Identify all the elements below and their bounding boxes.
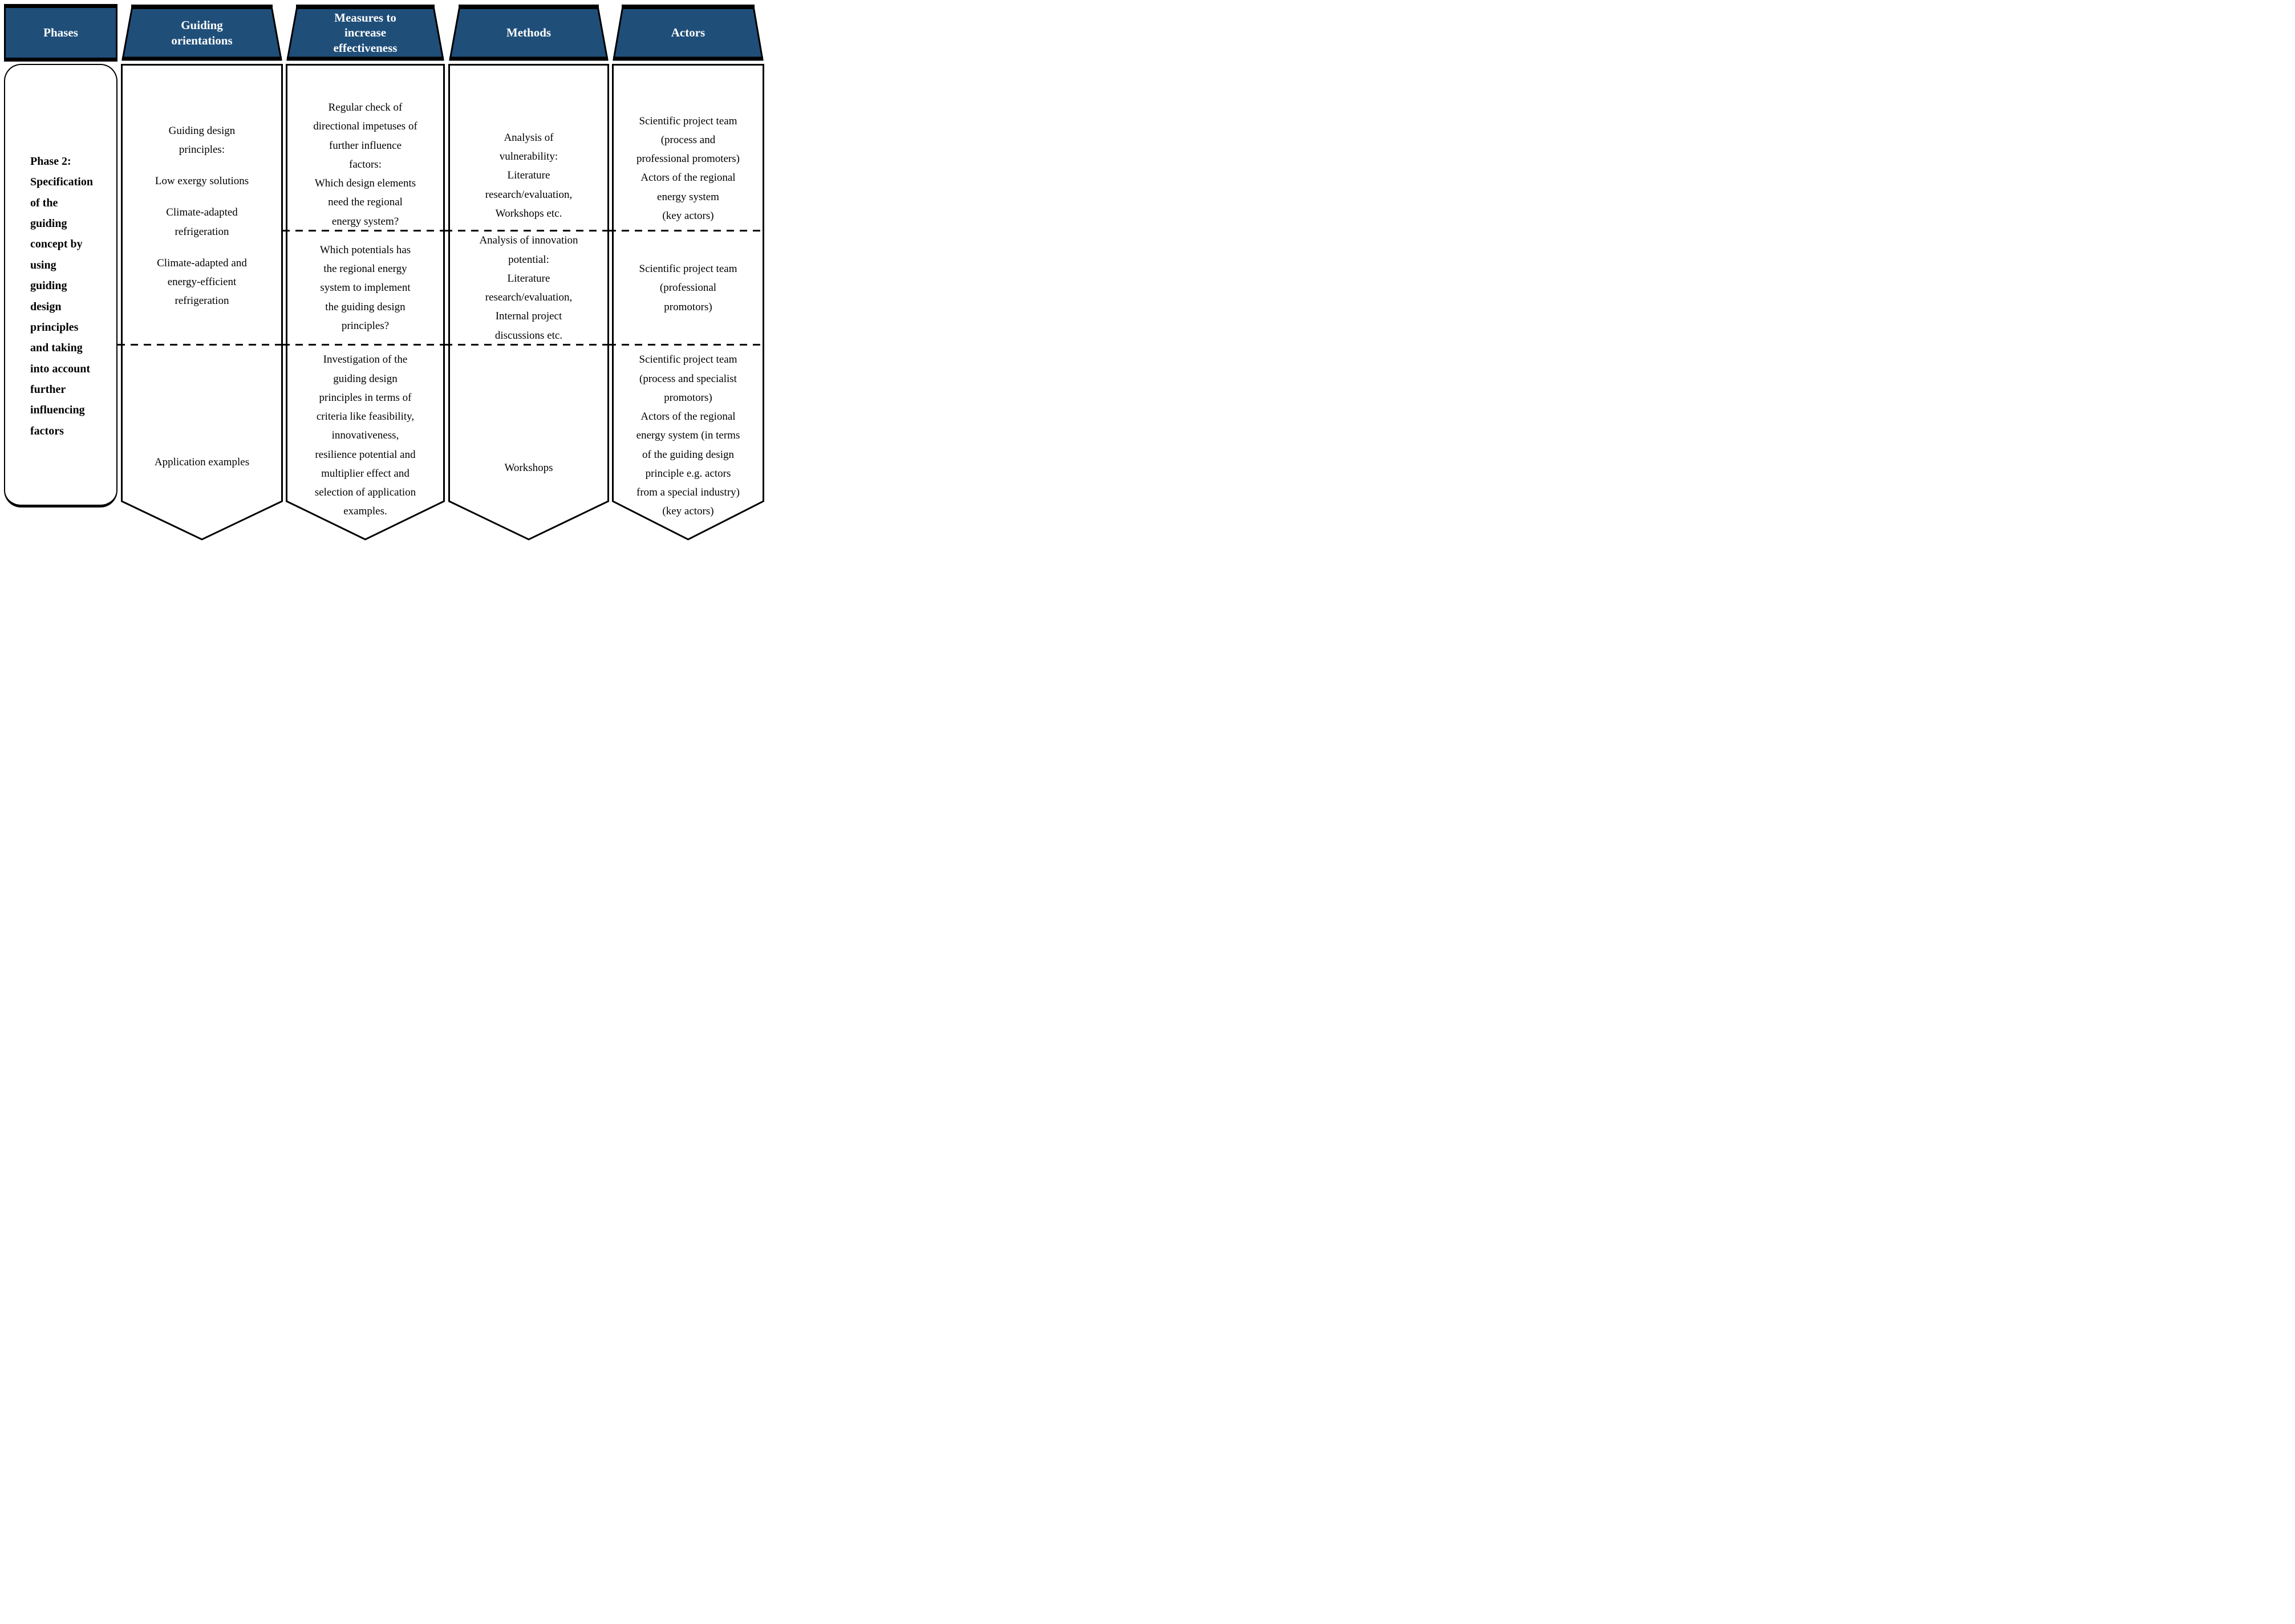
which-potentials-cell: Which potentials has the regional energy…: [319, 243, 411, 332]
pennant-shape: [286, 64, 445, 541]
row-divider-dashed: [609, 230, 765, 232]
diagram-canvas: Phases Phase 2: Specification of the gui…: [0, 0, 765, 541]
row-divider-dashed: [445, 344, 613, 346]
header-actors-label: Actors: [671, 26, 705, 40]
header-methods: Methods: [448, 4, 609, 62]
climate-adapted-refrigeration-label: Climate-adapted refrigeration: [166, 206, 238, 238]
trapezoid-header-shape: [613, 5, 764, 61]
column-guiding-orientations: Guiding orientations Guiding design prin…: [117, 4, 286, 541]
column-phases: Phases Phase 2: Specification of the gui…: [4, 4, 117, 541]
workshops-cell: Workshops: [504, 461, 553, 474]
guiding-design-principles-label: Guiding design principles:: [168, 124, 236, 156]
analysis-vulnerability-cell: Analysis of vulnerability: Literature re…: [485, 131, 573, 220]
row-divider-dashed: [609, 344, 765, 346]
column-actors: Actors Scientific project team (process …: [609, 4, 765, 541]
header-actors: Actors: [612, 4, 764, 62]
column-measures: Measures to increase effectiveness Regul…: [282, 4, 448, 541]
guiding-principles-cell: Guiding design principles: Low exergy so…: [125, 64, 278, 345]
regular-check-cell: Regular check of directional impetuses o…: [313, 102, 417, 228]
header-guiding-orientations: Guiding orientations: [121, 4, 283, 62]
row-divider-dashed: [445, 230, 613, 232]
actors-row3-cell: Scientific project team (process and spe…: [636, 354, 740, 518]
row-divider-dashed: [282, 344, 448, 346]
phase-2-description: Phase 2: Specification of the guiding co…: [30, 155, 93, 437]
low-exergy-solutions-label: Low exergy solutions: [155, 175, 249, 187]
header-methods-label: Methods: [506, 26, 552, 40]
methods-body: Analysis of vulnerability: Literature re…: [445, 64, 613, 541]
application-examples-cell: Application examples: [154, 456, 250, 468]
header-measures: Measures to increase effectiveness: [286, 4, 445, 62]
header-guiding-orientations-label: Guiding orientations: [171, 18, 233, 47]
actors-row1-cell: Scientific project team (process and pro…: [636, 115, 740, 222]
guiding-orientations-body: Guiding design principles: Low exergy so…: [117, 64, 286, 541]
phases-body-shape: Phase 2: Specification of the guiding co…: [4, 64, 117, 508]
pennant-shape: [121, 64, 283, 541]
header-measures-label: Measures to increase effectiveness: [333, 11, 398, 55]
row-divider-dashed: [282, 230, 448, 232]
trapezoid-header-shape: [121, 5, 282, 61]
pennant-shape: [612, 64, 764, 541]
pennant-shape: [448, 64, 609, 541]
actors-body: Scientific project team (process and pro…: [609, 64, 765, 541]
header-phases-label: Phases: [43, 26, 78, 40]
header-phases: Phases: [4, 4, 117, 62]
measures-body: Regular check of directional impetuses o…: [282, 64, 448, 541]
analysis-innovation-cell: Analysis of innovation potential: Litera…: [479, 234, 578, 342]
trapezoid-header-shape: [286, 5, 444, 61]
actors-row2-cell: Scientific project team (professional pr…: [639, 263, 737, 313]
row-divider-dashed: [117, 344, 286, 346]
climate-adapted-energy-efficient-label: Climate-adapted and energy-efficient ref…: [157, 257, 247, 307]
column-methods: Methods Analysis of vulnerability: Liter…: [445, 4, 613, 541]
investigation-cell: Investigation of the guiding design prin…: [314, 354, 416, 518]
trapezoid-header-shape: [449, 5, 609, 61]
